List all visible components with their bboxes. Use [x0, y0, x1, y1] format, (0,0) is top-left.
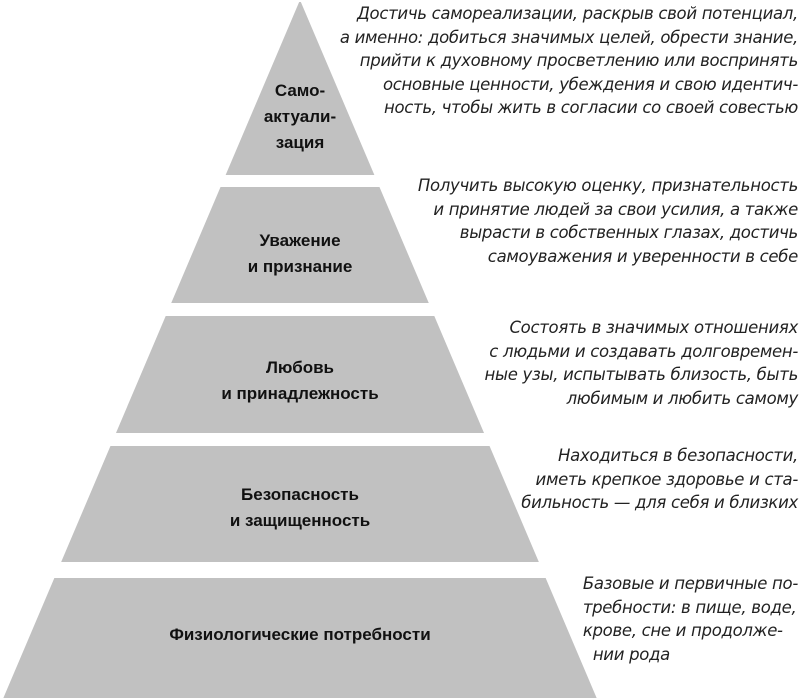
level-5-description: Базовые и первичные по- требности: в пищ… — [583, 572, 798, 666]
desc-line: Находиться в безопасности, — [558, 446, 798, 465]
desc-line: иметь крепкое здоровье и ста- — [535, 469, 799, 489]
title-line: и принадлежность — [221, 384, 379, 403]
desc-line: Получить высокую оценку, признательность — [417, 176, 798, 195]
level-4-description: Находиться в безопасности, иметь крепкое… — [521, 444, 798, 515]
title-line: и защищенность — [229, 511, 371, 530]
pyramid-level-4 — [61, 446, 539, 562]
desc-line: ные узы, испытывать близость, быть — [484, 365, 799, 384]
level-5-title: Физиологические потребности — [100, 622, 500, 648]
title-line: Любовь — [265, 358, 334, 377]
desc-line: бильность — для себя и близких — [521, 493, 798, 512]
level-2-description: Получить высокую оценку, признательность… — [418, 174, 798, 268]
desc-line: вырасти в собственных глазах, достичь — [459, 223, 799, 242]
desc-line: самоуважения и уверенности в себе — [487, 246, 799, 266]
title-line: и признание — [247, 257, 353, 276]
pyramid-level-5 — [3, 578, 597, 698]
desc-line: Базовые и первичные по- — [582, 574, 798, 593]
desc-line: нии рода — [592, 644, 670, 664]
desc-line: требности: в пище, воде, — [582, 597, 797, 617]
pyramid-level-1 — [225, 2, 375, 175]
desc-line: любимым и любить самому — [566, 388, 799, 408]
level-2-title: Уважение и признание — [200, 228, 400, 280]
desc-line: основные ценности, убеждения и свою иден… — [382, 74, 798, 94]
level-3-description: Состоять в значимых отношениях с людьми … — [484, 316, 799, 410]
desc-line: Состоять в значимых отношениях — [509, 318, 798, 337]
title-line: Само- — [274, 81, 326, 100]
title-line: зация — [275, 133, 325, 152]
title-line: Уважение — [259, 231, 341, 250]
desc-line: а именно: добиться значимых целей, обрес… — [339, 27, 798, 47]
level-3-title: Любовь и принадлежность — [180, 355, 420, 407]
level-4-title: Безопасность и защищенность — [160, 482, 440, 534]
desc-line: ность, чтобы жить в согласии со своей со… — [383, 98, 798, 117]
desc-line: крове, сне и продолже- — [582, 621, 783, 640]
level-1-title: Само- актуали- зация — [240, 78, 360, 156]
pyramid-level-3 — [115, 316, 485, 433]
desc-line: Достичь самореализации, раскрыв свой пот… — [356, 4, 798, 23]
pyramid-level-2 — [171, 187, 429, 303]
title-line: Безопасность — [241, 485, 359, 504]
level-1-description: Достичь самореализации, раскрыв свой пот… — [340, 2, 798, 120]
desc-line: и принятие людей за свои усилия, а также — [433, 199, 798, 219]
desc-line: с людьми и создавать долговремен- — [489, 341, 798, 361]
title-line: актуали- — [263, 107, 337, 126]
desc-line: прийти к духовному просветлению или восп… — [359, 51, 799, 70]
title-line: Физиологические потребности — [169, 625, 431, 644]
